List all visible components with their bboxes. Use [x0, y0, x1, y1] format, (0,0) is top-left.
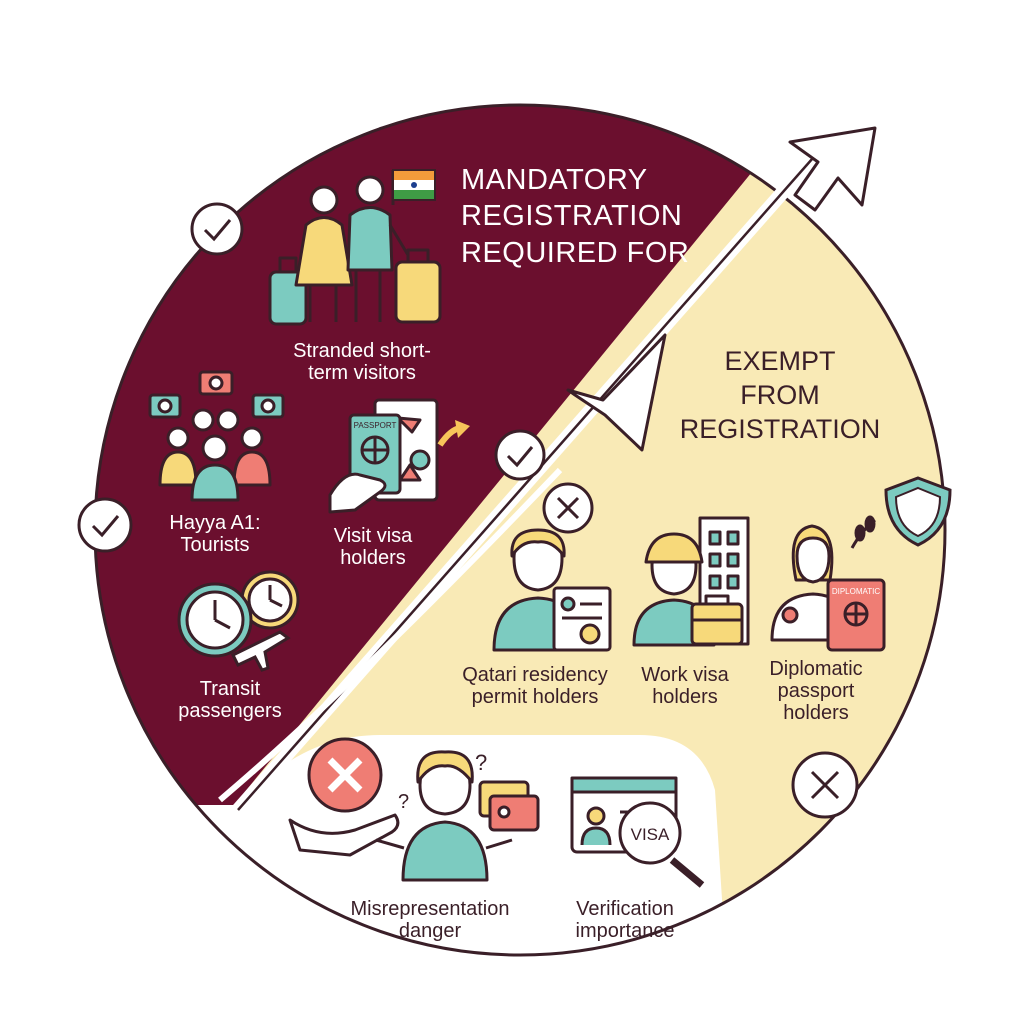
passport-hand-icon — [328, 398, 470, 514]
label-qatari-residency: Qatari residency permit holders — [462, 664, 608, 708]
visa-magnifier-icon: VISA — [570, 776, 705, 888]
label-hayya-tourists: Hayya A1: Tourists — [169, 512, 261, 556]
label-work-visa: Work visa holders — [641, 664, 729, 708]
check-badge-1 — [190, 202, 244, 256]
svg-text:?: ? — [475, 750, 487, 775]
label-transit-passengers: Transit passengers — [178, 678, 282, 722]
resident-certificate-icon — [492, 528, 612, 652]
upward-arrows — [218, 126, 877, 815]
label-diplomatic-passport: Diplomatic passport holders — [769, 658, 863, 724]
label-stranded-visitors: Stranded short- term visitors — [293, 340, 431, 384]
diplomat-passport-icon — [770, 515, 886, 652]
label-verification: Verification importance — [575, 898, 675, 942]
x-badge-1 — [542, 482, 594, 534]
small-arrow-head — [566, 333, 667, 452]
big-arrow-head — [788, 126, 877, 212]
worker-building-icon — [632, 516, 750, 647]
exempt-heading: EXEMPT FROM REGISTRATION — [679, 346, 881, 444]
confused-person-icon: ? ? — [288, 737, 540, 882]
svg-text:?: ? — [398, 791, 409, 813]
check-badge-3 — [494, 429, 546, 481]
tourist-group-icon — [148, 370, 285, 502]
visa-text: VISA — [631, 825, 670, 844]
passport-text: PASSPORT — [354, 421, 397, 430]
mandatory-heading: MANDATORY REGISTRATION REQUIRED FOR — [461, 164, 690, 269]
check-badge-2 — [77, 497, 133, 553]
india-flag-icon — [391, 169, 436, 205]
shield-icon — [884, 476, 952, 547]
family-luggage-icon — [268, 175, 442, 326]
label-visit-visa: Visit visa holders — [333, 525, 413, 569]
clock-plane-icon — [177, 570, 300, 672]
diplomatic-text: DIPLOMATIC — [832, 587, 881, 596]
x-badge-2 — [791, 751, 859, 819]
label-misrepresentation: Misrepresentation danger — [350, 898, 510, 942]
